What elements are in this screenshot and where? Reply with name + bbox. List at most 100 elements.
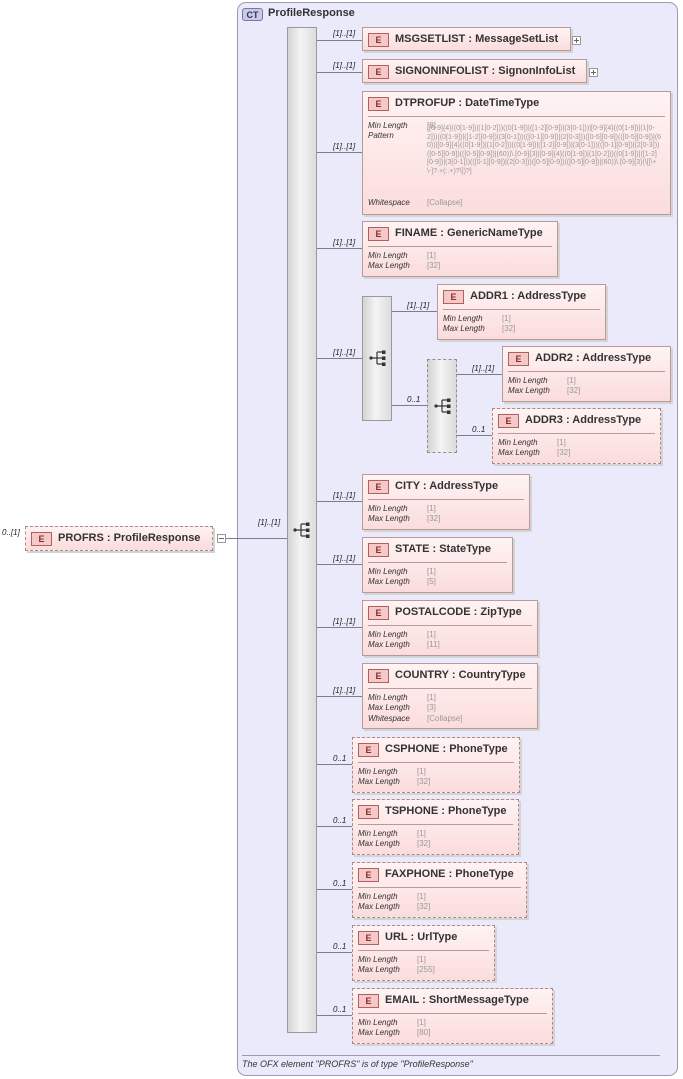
cardinality-label: 0..1 <box>407 395 421 404</box>
sequence-icon <box>434 398 451 414</box>
facet-value: [3] <box>427 703 436 712</box>
facet-value: [32] <box>417 777 431 786</box>
element-badge: E <box>443 290 464 304</box>
element-badge: E <box>368 227 389 241</box>
element-name: ADDR2 : AddressType <box>535 352 652 364</box>
facet-label: Min Length <box>358 829 398 838</box>
element-addr2[interactable]: E ADDR2 : AddressType Min Length[1] Max … <box>502 346 671 402</box>
connector <box>317 564 362 565</box>
cardinality-label: [1]..[1] <box>333 238 356 247</box>
element-addr3[interactable]: E ADDR3 : AddressType Min Length[1] Max … <box>492 408 661 464</box>
element-name: FAXPHONE : PhoneType <box>385 868 514 880</box>
facet-value: [1] <box>427 630 436 639</box>
expand-toggle[interactable] <box>589 68 598 77</box>
expand-toggle[interactable] <box>572 36 581 45</box>
element-name: POSTALCODE : ZipType <box>395 606 522 618</box>
element-badge: E <box>368 33 389 47</box>
facet-label: Max Length <box>358 777 400 786</box>
root-element-profrs[interactable]: E PROFRS : ProfileResponse <box>25 526 213 551</box>
element-tsphone[interactable]: E TSPHONE : PhoneType Min Length[1] Max … <box>352 799 519 855</box>
element-badge: E <box>368 543 389 557</box>
facet-label: Min Length <box>443 314 483 323</box>
element-badge: E <box>498 414 519 428</box>
element-msgsetlist[interactable]: E MSGSETLIST : MessageSetList <box>362 27 571 51</box>
facet-value: [1] <box>502 314 511 323</box>
element-name: CSPHONE : PhoneType <box>385 743 508 755</box>
element-country[interactable]: E COUNTRY : CountryType Min Length[1] Ma… <box>362 663 538 729</box>
element-name: COUNTRY : CountryType <box>395 669 526 681</box>
element-postalcode[interactable]: E POSTALCODE : ZipType Min Length[1] Max… <box>362 600 538 656</box>
element-name: MSGSETLIST : MessageSetList <box>395 33 559 45</box>
cardinality-label: 0..1 <box>333 754 347 763</box>
facet-value: [80] <box>417 1028 431 1037</box>
facet-value: [32] <box>567 386 581 395</box>
element-badge: E <box>368 669 389 683</box>
element-badge: E <box>358 868 379 882</box>
connector <box>317 152 362 153</box>
connector <box>317 889 352 890</box>
element-addr1[interactable]: E ADDR1 : AddressType Min Length [1] Max … <box>437 284 606 340</box>
connector <box>392 405 427 406</box>
cardinality-label: [1]..[1] <box>333 617 356 626</box>
element-name: STATE : StateType <box>395 543 491 555</box>
element-city[interactable]: E CITY : AddressType Min Length[1] Max L… <box>362 474 530 530</box>
element-name: FINAME : GenericNameType <box>395 227 543 239</box>
connector <box>317 501 362 502</box>
complex-type-title: ProfileResponse <box>268 7 355 19</box>
element-badge: E <box>358 994 379 1008</box>
element-badge: E <box>358 743 379 757</box>
sequence-icon <box>369 350 386 366</box>
facet-label: Min Length <box>358 955 398 964</box>
facet-value: [5] <box>427 577 436 586</box>
facet-label: Max Length <box>358 965 400 974</box>
facet-label: Min Length <box>368 251 408 260</box>
facet-label: Max Length <box>443 324 485 333</box>
cardinality-label: [1]..[1] <box>333 491 356 500</box>
element-email[interactable]: E EMAIL : ShortMessageType Min Length[1]… <box>352 988 553 1044</box>
facet-label: Min Length <box>358 892 398 901</box>
facet-value: [32] <box>427 261 441 270</box>
facet-label: Min Length <box>368 121 408 130</box>
element-faxphone[interactable]: E FAXPHONE : PhoneType Min Length[1] Max… <box>352 862 527 918</box>
element-dtprofup[interactable]: E DTPROFUP : DateTimeType Min Length[8] … <box>362 91 671 215</box>
connector <box>317 764 352 765</box>
element-state[interactable]: E STATE : StateType Min Length[1] Max Le… <box>362 537 513 593</box>
footer-divider <box>242 1055 660 1056</box>
element-signoninfolist[interactable]: E SIGNONINFOLIST : SignonInfoList <box>362 59 587 83</box>
facet-value: [1] <box>567 376 576 385</box>
element-badge: E <box>358 805 379 819</box>
facet-value: [1] <box>417 955 426 964</box>
collapse-toggle[interactable] <box>217 534 226 543</box>
connector <box>317 248 362 249</box>
facet-value: [1] <box>427 504 436 513</box>
connector <box>317 72 362 73</box>
complex-type-badge: CT <box>242 8 263 21</box>
connector <box>226 538 287 539</box>
cardinality-label: 0..1 <box>333 1005 347 1014</box>
element-csphone[interactable]: E CSPHONE : PhoneType Min Length[1] Max … <box>352 737 520 793</box>
facet-label: Max Length <box>368 640 410 649</box>
element-badge: E <box>368 606 389 620</box>
facet-value: [1] <box>417 892 426 901</box>
element-name: URL : UrlType <box>385 931 458 943</box>
facet-value: [1] <box>557 438 566 447</box>
facet-value: [1] <box>427 567 436 576</box>
element-badge: E <box>368 65 389 79</box>
connector <box>457 374 502 375</box>
facet-value: [255] <box>417 965 435 974</box>
cardinality-label: 0..1 <box>333 816 347 825</box>
cardinality-label: [1]..[1] <box>333 29 356 38</box>
cardinality-label: [1]..[1] <box>472 364 495 373</box>
element-name: ADDR1 : AddressType <box>470 290 587 302</box>
facet-value: [32] <box>557 448 571 457</box>
facet-value: [32] <box>427 514 441 523</box>
element-finame[interactable]: E FINAME : GenericNameType Min Length [1]… <box>362 221 558 277</box>
cardinality-label: [1]..[1] <box>333 686 356 695</box>
facet-value: [Collapse] <box>427 198 463 207</box>
element-badge: E <box>31 532 52 546</box>
element-url[interactable]: E URL : UrlType Min Length[1] Max Length… <box>352 925 495 981</box>
element-name: EMAIL : ShortMessageType <box>385 994 529 1006</box>
cardinality-label: [1]..[1] <box>333 554 356 563</box>
facet-value: [1] <box>427 251 436 260</box>
facet-label: Max Length <box>368 514 410 523</box>
